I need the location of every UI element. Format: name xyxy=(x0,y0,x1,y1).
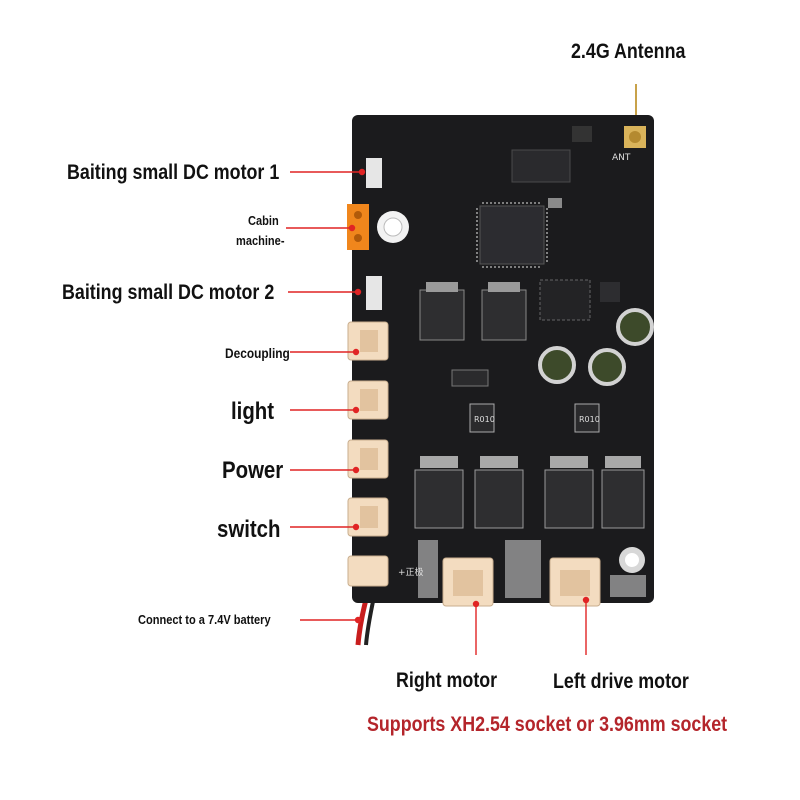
callout-lines xyxy=(286,168,590,655)
connector-battery xyxy=(347,555,389,587)
bait-motor-2-label: Baiting small DC motor 2 xyxy=(62,281,275,304)
decoupling-label: Decoupling xyxy=(225,345,290,361)
switch-label: switch xyxy=(217,516,281,543)
motor1-terminal xyxy=(366,158,382,188)
capacitor-1 xyxy=(616,308,654,346)
capacitor-2 xyxy=(538,346,576,384)
bait-motor-1-label: Baiting small DC motor 1 xyxy=(67,161,280,184)
mosfet-bottom-3 xyxy=(544,469,594,529)
mosfet-bottom-1 xyxy=(414,469,464,529)
capacitor-3 xyxy=(588,348,626,386)
right-motor-label: Right motor xyxy=(396,669,498,692)
battery-label: Connect to a 7.4V battery xyxy=(138,612,271,627)
plus-pole-silkscreen: +正极 xyxy=(398,566,424,578)
left-motor-label: Left drive motor xyxy=(553,670,689,693)
socket-support-note: Supports XH2.54 socket or 3.96mm socket xyxy=(367,713,728,736)
mosfet-top-2 xyxy=(481,289,527,341)
radio-chip xyxy=(511,149,571,183)
r010-label-a: R010 xyxy=(474,415,495,424)
cabin-label-line1: Cabin xyxy=(248,213,279,228)
motor2-terminal xyxy=(366,276,382,310)
power-label: Power xyxy=(222,457,284,484)
r010-label-b: R010 xyxy=(579,415,600,424)
cabin-label-line2: machine- xyxy=(236,233,285,248)
mosfet-top-1 xyxy=(419,289,465,341)
light-label: light xyxy=(231,398,275,425)
antenna-label: 2.4G Antenna xyxy=(571,40,686,63)
ant-silkscreen: ANT xyxy=(612,153,631,163)
mosfet-bottom-4 xyxy=(601,469,645,529)
orange-header xyxy=(347,204,369,250)
mosfet-bottom-2 xyxy=(474,469,524,529)
mcu-chip xyxy=(479,205,545,265)
